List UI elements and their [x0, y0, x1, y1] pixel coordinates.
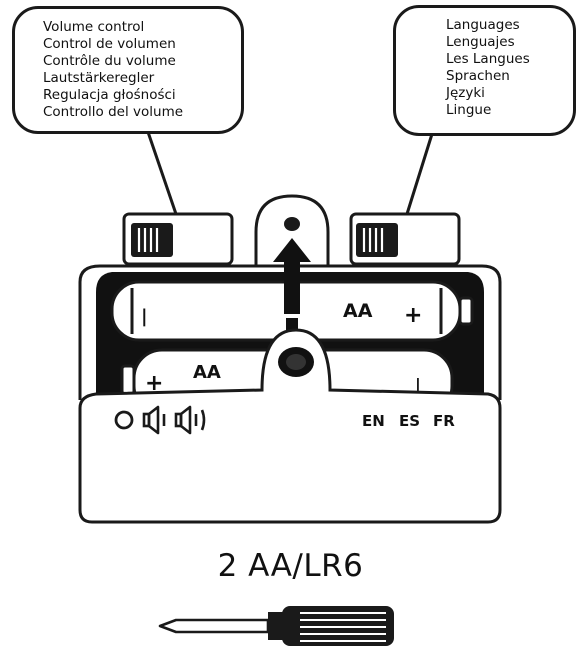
language-code-en: EN	[362, 412, 385, 430]
volume-high-icon	[174, 405, 206, 435]
language-code-es: ES	[399, 412, 420, 430]
language-switch[interactable]	[349, 212, 461, 266]
screwdriver-icon	[158, 606, 394, 646]
callout-line: Control de volumen	[43, 36, 176, 52]
callout-line: Controllo del volume	[43, 104, 184, 120]
callout-line: Contrôle du volume	[43, 53, 176, 69]
language-callout: Languages Lenguajes Les Langues Sprachen…	[393, 5, 576, 136]
battery-bottom-label: AA	[193, 362, 221, 383]
volume-switch[interactable]	[122, 212, 234, 266]
volume-leader-line	[146, 131, 178, 215]
volume-control-callout: Volume control Control de volumen Contrô…	[12, 6, 244, 134]
callout-line: Volume control	[43, 19, 145, 35]
battery-spec-label: 2 AA/LR6	[217, 548, 364, 584]
volume-off-icon	[114, 410, 134, 430]
battery-cover	[78, 328, 502, 524]
callout-line: Języki	[446, 85, 485, 101]
battery-bottom-plus: +	[145, 371, 163, 396]
battery-top-plus: +	[404, 303, 422, 328]
callout-line: Les Langues	[446, 51, 530, 67]
callout-line: Lautstärkeregler	[43, 70, 155, 86]
callout-line: Languages	[446, 17, 520, 33]
callout-line: Regulacja głośności	[43, 87, 176, 103]
battery-top-minus: |	[141, 306, 148, 327]
volume-low-icon	[142, 405, 166, 435]
battery-top-label: AA	[343, 300, 373, 322]
language-leader-line	[405, 133, 434, 215]
tab-screw-hole	[284, 217, 300, 231]
callout-line: Lenguajes	[446, 34, 515, 50]
battery-bottom-minus: |	[415, 375, 421, 395]
cover-tab	[254, 194, 330, 270]
callout-line: Lingue	[446, 102, 492, 118]
callout-line: Sprachen	[446, 68, 510, 84]
language-code-fr: FR	[433, 412, 455, 430]
